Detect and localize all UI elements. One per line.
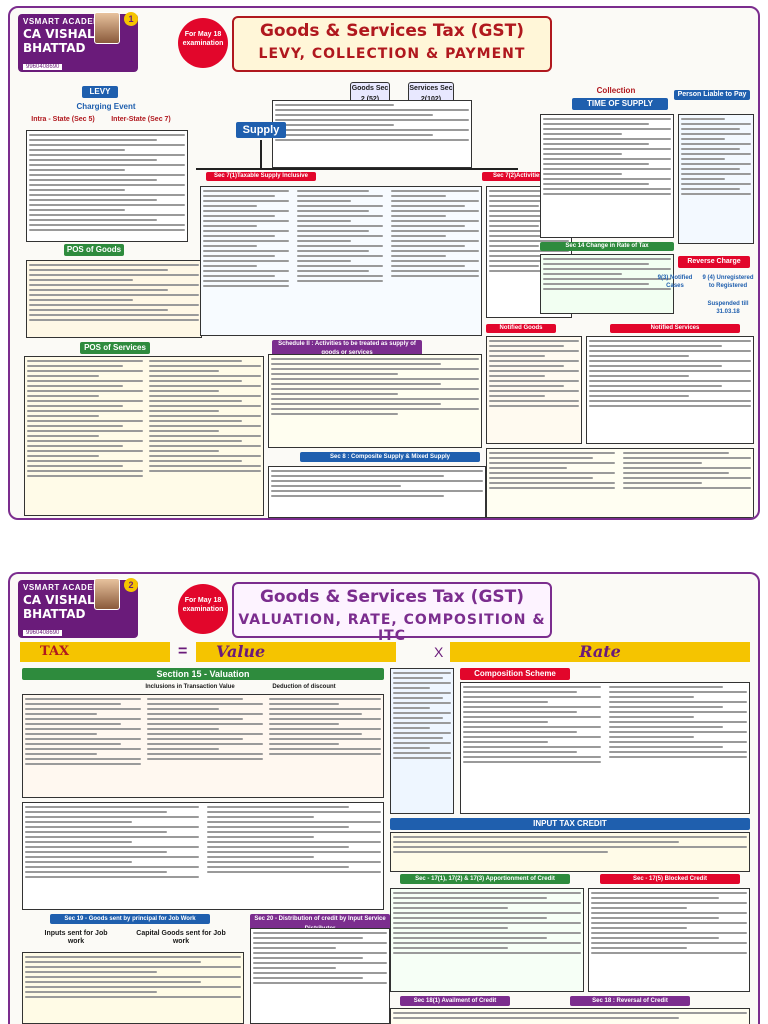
notified-services-header: Notified Services bbox=[610, 324, 740, 333]
connector bbox=[196, 168, 518, 170]
page-title: Goods & Services Tax (GST) bbox=[259, 587, 525, 607]
sec7-taxable-header: Sec 7(1)Taxable Supply Inclusive bbox=[206, 172, 316, 181]
avatar bbox=[94, 578, 120, 610]
supply-header: Supply bbox=[236, 122, 286, 138]
time-of-supply-header: TIME OF SUPPLY bbox=[572, 98, 668, 110]
page-subtitle: VALUATION, RATE, COMPOSITION & ITC bbox=[238, 612, 546, 644]
formula-rate: Rate bbox=[450, 642, 750, 662]
chart-number: 2 bbox=[124, 578, 138, 592]
capital-job-label: Capital Goods sent for Job work bbox=[136, 930, 226, 945]
itc-header: INPUT TAX CREDIT bbox=[390, 818, 750, 830]
page-subtitle: LEVY, COLLECTION & PAYMENT bbox=[258, 46, 526, 62]
supply-tree bbox=[200, 186, 482, 336]
schedule2-table bbox=[268, 354, 482, 448]
inter-state-label: Inter-State (Sec 7) bbox=[111, 116, 171, 123]
brand-phone: 9960408690 bbox=[23, 630, 63, 636]
notified-goods-header: Notified Goods bbox=[486, 324, 556, 333]
formula-equals: = bbox=[178, 643, 188, 660]
blocked-credit-table bbox=[588, 888, 750, 992]
page-title: Goods & Services Tax (GST) bbox=[259, 21, 525, 41]
connector bbox=[260, 140, 262, 168]
deduction-label: Deduction of discount bbox=[272, 684, 336, 690]
brand-phone: 9960408690 bbox=[23, 64, 63, 70]
chart-sheet-levy: VSMART ACADEMY CA VISHAL BHATTAD 9960408… bbox=[8, 6, 760, 520]
collection-label: Collection bbox=[596, 86, 636, 95]
levy-table bbox=[26, 130, 188, 242]
exam-badge: For May 18 examination bbox=[178, 18, 228, 68]
job-work-header: Sec 19 - Goods sent by principal for Job… bbox=[50, 914, 210, 924]
pos-goods-table bbox=[26, 260, 202, 338]
exam-badge: For May 18 examination bbox=[178, 584, 228, 634]
sec7-excluded-header: Sec 7(2)Activities Excluded bbox=[482, 172, 582, 181]
pos-goods-header: POS of Goods bbox=[64, 244, 124, 256]
goods-services-definitions bbox=[272, 100, 472, 168]
title-box: Goods & Services Tax (GST) LEVY, COLLECT… bbox=[232, 16, 552, 72]
availment-header: Sec 18(1) Availment of Credit bbox=[400, 996, 510, 1006]
brand-name: CA VISHAL BHATTAD bbox=[23, 593, 95, 621]
chart-sheet-valuation: VSMART ACADEMY CA VISHAL BHATTAD 9960408… bbox=[8, 572, 760, 1024]
title-box: Goods & Services Tax (GST) VALUATION, RA… bbox=[232, 582, 552, 644]
levy-header: LEVY bbox=[82, 86, 118, 98]
inclusions-label: Inclusions in Transaction Value bbox=[145, 684, 235, 690]
pos-services-table bbox=[24, 356, 264, 516]
brand-block: VSMART ACADEMY CA VISHAL BHATTAD 9960408… bbox=[18, 14, 138, 72]
intra-state-label: Intra - State (Sec 5) bbox=[31, 116, 95, 123]
itc-eligibility-row bbox=[390, 832, 750, 872]
brand-academy: VSMART ACADEMY bbox=[23, 583, 107, 592]
reversal-header: Sec 18 : Reversal of Credit bbox=[570, 996, 690, 1006]
valuation-tree bbox=[22, 694, 384, 798]
apportionment-header: Sec - 17(1), 17(2) & 17(3) Apportionment… bbox=[400, 874, 570, 884]
apportionment-table bbox=[390, 888, 584, 992]
composition-table bbox=[460, 682, 750, 814]
availment-table bbox=[390, 1008, 750, 1024]
notified-services-table bbox=[586, 336, 754, 444]
schedule2-header: Schedule II : Activities to be treated a… bbox=[272, 340, 422, 358]
change-rate-table bbox=[540, 254, 674, 314]
formula-value: Value bbox=[196, 642, 396, 662]
brand-block: VSMART ACADEMY CA VISHAL BHATTAD 9960408… bbox=[18, 580, 138, 638]
formula-times: X bbox=[434, 644, 444, 660]
formula-tax: TAX bbox=[20, 642, 170, 662]
job-work-table bbox=[22, 952, 244, 1024]
definitions-table bbox=[486, 448, 754, 518]
blocked-credit-header: Sec - 17(5) Blocked Credit bbox=[600, 874, 740, 884]
brand-academy: VSMART ACADEMY bbox=[23, 17, 107, 26]
inputs-job-label: Inputs sent for Job work bbox=[44, 930, 108, 945]
valuation-rules bbox=[22, 802, 384, 910]
tax-formula-bar: TAX = Value X Rate bbox=[20, 642, 750, 662]
composition-header: Composition Scheme bbox=[460, 668, 570, 680]
valuation-header: Section 15 - Valuation bbox=[22, 668, 384, 680]
notified-goods-table bbox=[486, 336, 582, 444]
composite-header: Sec 8 : Composite Supply & Mixed Supply bbox=[300, 452, 480, 462]
gst-rates-table bbox=[390, 668, 454, 814]
avatar bbox=[94, 12, 120, 44]
person-liable-tree bbox=[678, 114, 754, 244]
isd-table bbox=[250, 928, 390, 1024]
change-rate-header: Sec 14 Change in Rate of Tax bbox=[540, 242, 674, 251]
pos-services-header: POS of Services bbox=[80, 342, 150, 354]
reverse-charge-header: Reverse Charge bbox=[678, 256, 750, 268]
charging-event-label: Charging Event bbox=[76, 102, 136, 111]
person-liable-header: Person Liable to Pay bbox=[674, 90, 750, 100]
composite-table bbox=[268, 466, 486, 518]
sec9-4-label: 9 (4) Unregistered to Registered bbox=[702, 275, 754, 289]
sec9-3-label: 9(3) Notified Cases bbox=[657, 275, 693, 289]
brand-name: CA VISHAL BHATTAD bbox=[23, 27, 95, 55]
suspended-label: Suspended till 31.03.18 bbox=[707, 301, 749, 315]
time-of-supply-table bbox=[540, 114, 674, 238]
chart-number: 1 bbox=[124, 12, 138, 26]
